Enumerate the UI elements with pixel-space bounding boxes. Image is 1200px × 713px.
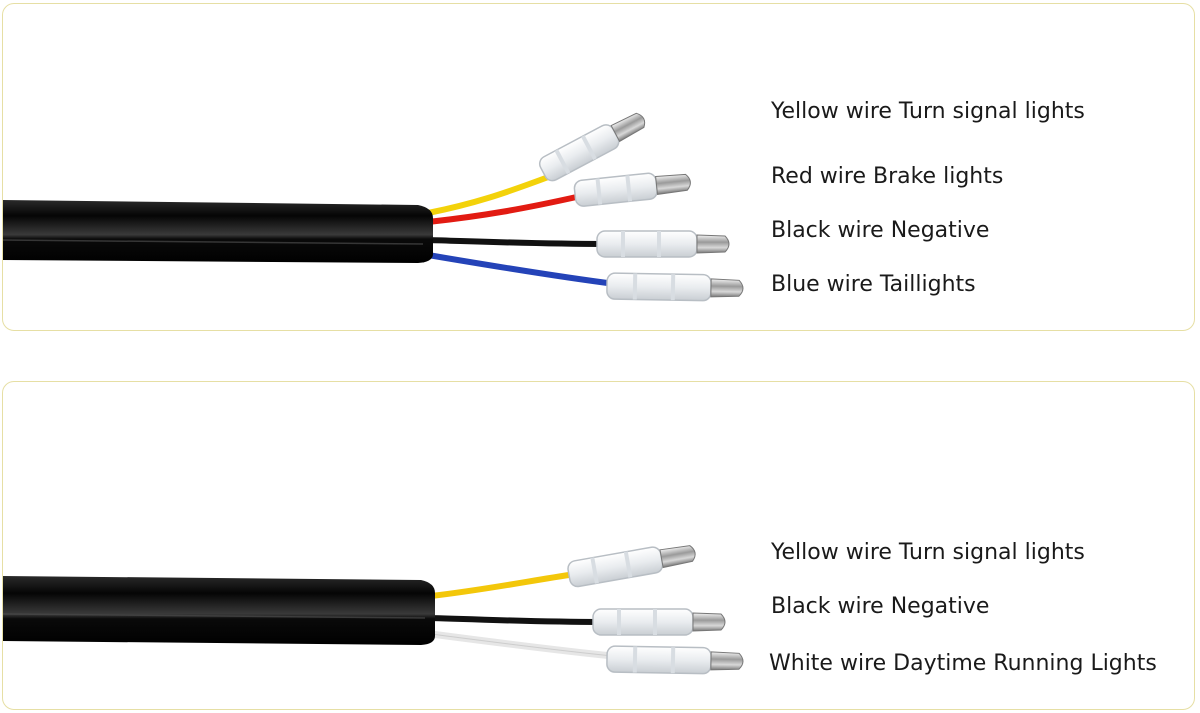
wire-label-black: Black wire Negative <box>771 218 990 243</box>
wiring-panel-3-wire: Yellow wire Turn signal lights Black wir… <box>2 381 1195 710</box>
cable-diagram-3-wire <box>3 545 744 675</box>
cable-jacket <box>3 576 435 645</box>
bullet-connector-icon <box>538 112 646 182</box>
bullet-connector-icon <box>567 545 696 588</box>
wire-label-red: Red wire Brake lights <box>771 164 1004 189</box>
wire-label-blue: Blue wire Taillights <box>771 272 976 297</box>
black-wire <box>430 615 600 625</box>
wire-label-yellow: Yellow wire Turn signal lights <box>771 99 1085 124</box>
wiring-panel-4-wire: Yellow wire Turn signal lights Red wire … <box>2 3 1195 331</box>
bullet-connector-icon <box>606 645 744 675</box>
red-wire <box>427 193 582 225</box>
cable-jacket <box>3 200 433 263</box>
bullet-connector-icon <box>592 608 726 636</box>
wire-label-white: White wire Daytime Running Lights <box>769 651 1157 676</box>
cable-diagram-4-wire <box>3 112 744 302</box>
bullet-connector-icon <box>573 172 691 207</box>
yellow-wire <box>430 571 576 599</box>
wire-label-black: Black wire Negative <box>771 594 990 619</box>
wire-label-yellow: Yellow wire Turn signal lights <box>771 540 1085 565</box>
bullet-connector-icon <box>606 272 744 302</box>
bullet-connector-icon <box>596 230 730 258</box>
black-wire <box>427 237 604 247</box>
blue-wire <box>427 252 616 287</box>
yellow-wire <box>427 173 553 216</box>
